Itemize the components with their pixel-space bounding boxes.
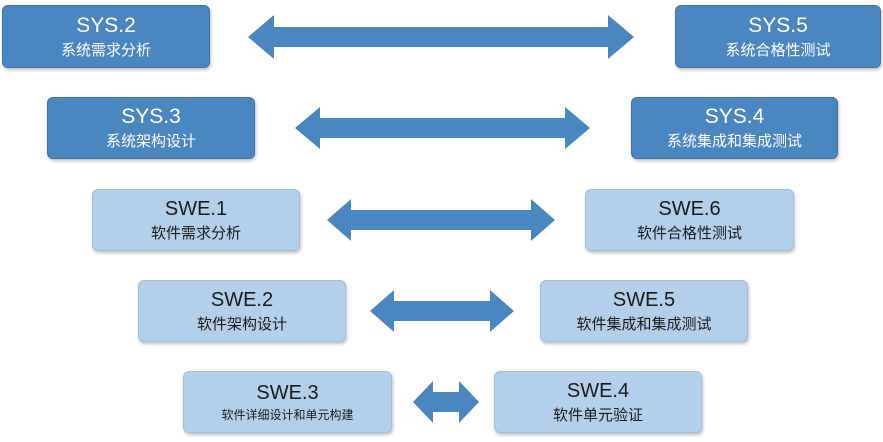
double-arrow-shape <box>295 107 590 149</box>
process-code: SWE.5 <box>612 288 676 311</box>
process-box-swe2: SWE.2 软件架构设计 <box>138 280 346 342</box>
process-name: 软件需求分析 <box>150 223 241 242</box>
process-name: 系统架构设计 <box>105 132 196 151</box>
process-name: 系统集成和集成测试 <box>666 132 802 151</box>
process-name: 软件详细设计和单元构建 <box>221 407 354 422</box>
process-box-sys5: SYS.5 系统合格性测试 <box>675 5 881 68</box>
process-box-sys4: SYS.4 系统集成和集成测试 <box>631 97 838 159</box>
double-arrow-row-2 <box>295 107 590 149</box>
process-code: SWE.1 <box>164 197 228 220</box>
double-arrow-shape <box>248 15 634 59</box>
process-box-sys3: SYS.3 系统架构设计 <box>47 97 255 159</box>
process-code: SYS.2 <box>76 13 136 37</box>
process-code: SWE.2 <box>210 288 274 311</box>
process-code: SWE.6 <box>658 197 721 220</box>
process-name: 软件集成和集成测试 <box>576 314 712 333</box>
process-box-swe6: SWE.6 软件合格性测试 <box>585 189 794 251</box>
process-code: SWE.3 <box>256 381 319 404</box>
process-name: 软件合格性测试 <box>636 223 742 242</box>
double-arrow-row-3 <box>327 199 555 241</box>
process-name: 软件架构设计 <box>196 314 287 333</box>
process-box-swe3: SWE.3 软件详细设计和单元构建 <box>183 371 392 433</box>
process-box-swe1: SWE.1 软件需求分析 <box>92 189 300 251</box>
double-arrow-shape <box>370 290 514 332</box>
process-name: 软件单元验证 <box>552 405 643 424</box>
double-arrow-row-5 <box>413 381 479 423</box>
process-name: 系统需求分析 <box>60 40 151 59</box>
double-arrow-row-4 <box>370 290 514 332</box>
double-arrow-shape <box>327 199 555 241</box>
process-code: SYS.5 <box>748 13 808 37</box>
process-code: SWE.4 <box>566 379 630 402</box>
process-code: SYS.3 <box>121 105 181 129</box>
process-code: SYS.4 <box>704 105 765 129</box>
process-name: 系统合格性测试 <box>725 40 831 59</box>
double-arrow-shape <box>413 381 479 423</box>
process-box-sys2: SYS.2 系统需求分析 <box>2 5 210 68</box>
double-arrow-row-1 <box>248 15 634 59</box>
process-box-swe5: SWE.5 软件集成和集成测试 <box>540 280 748 342</box>
process-box-swe4: SWE.4 软件单元验证 <box>494 371 702 433</box>
